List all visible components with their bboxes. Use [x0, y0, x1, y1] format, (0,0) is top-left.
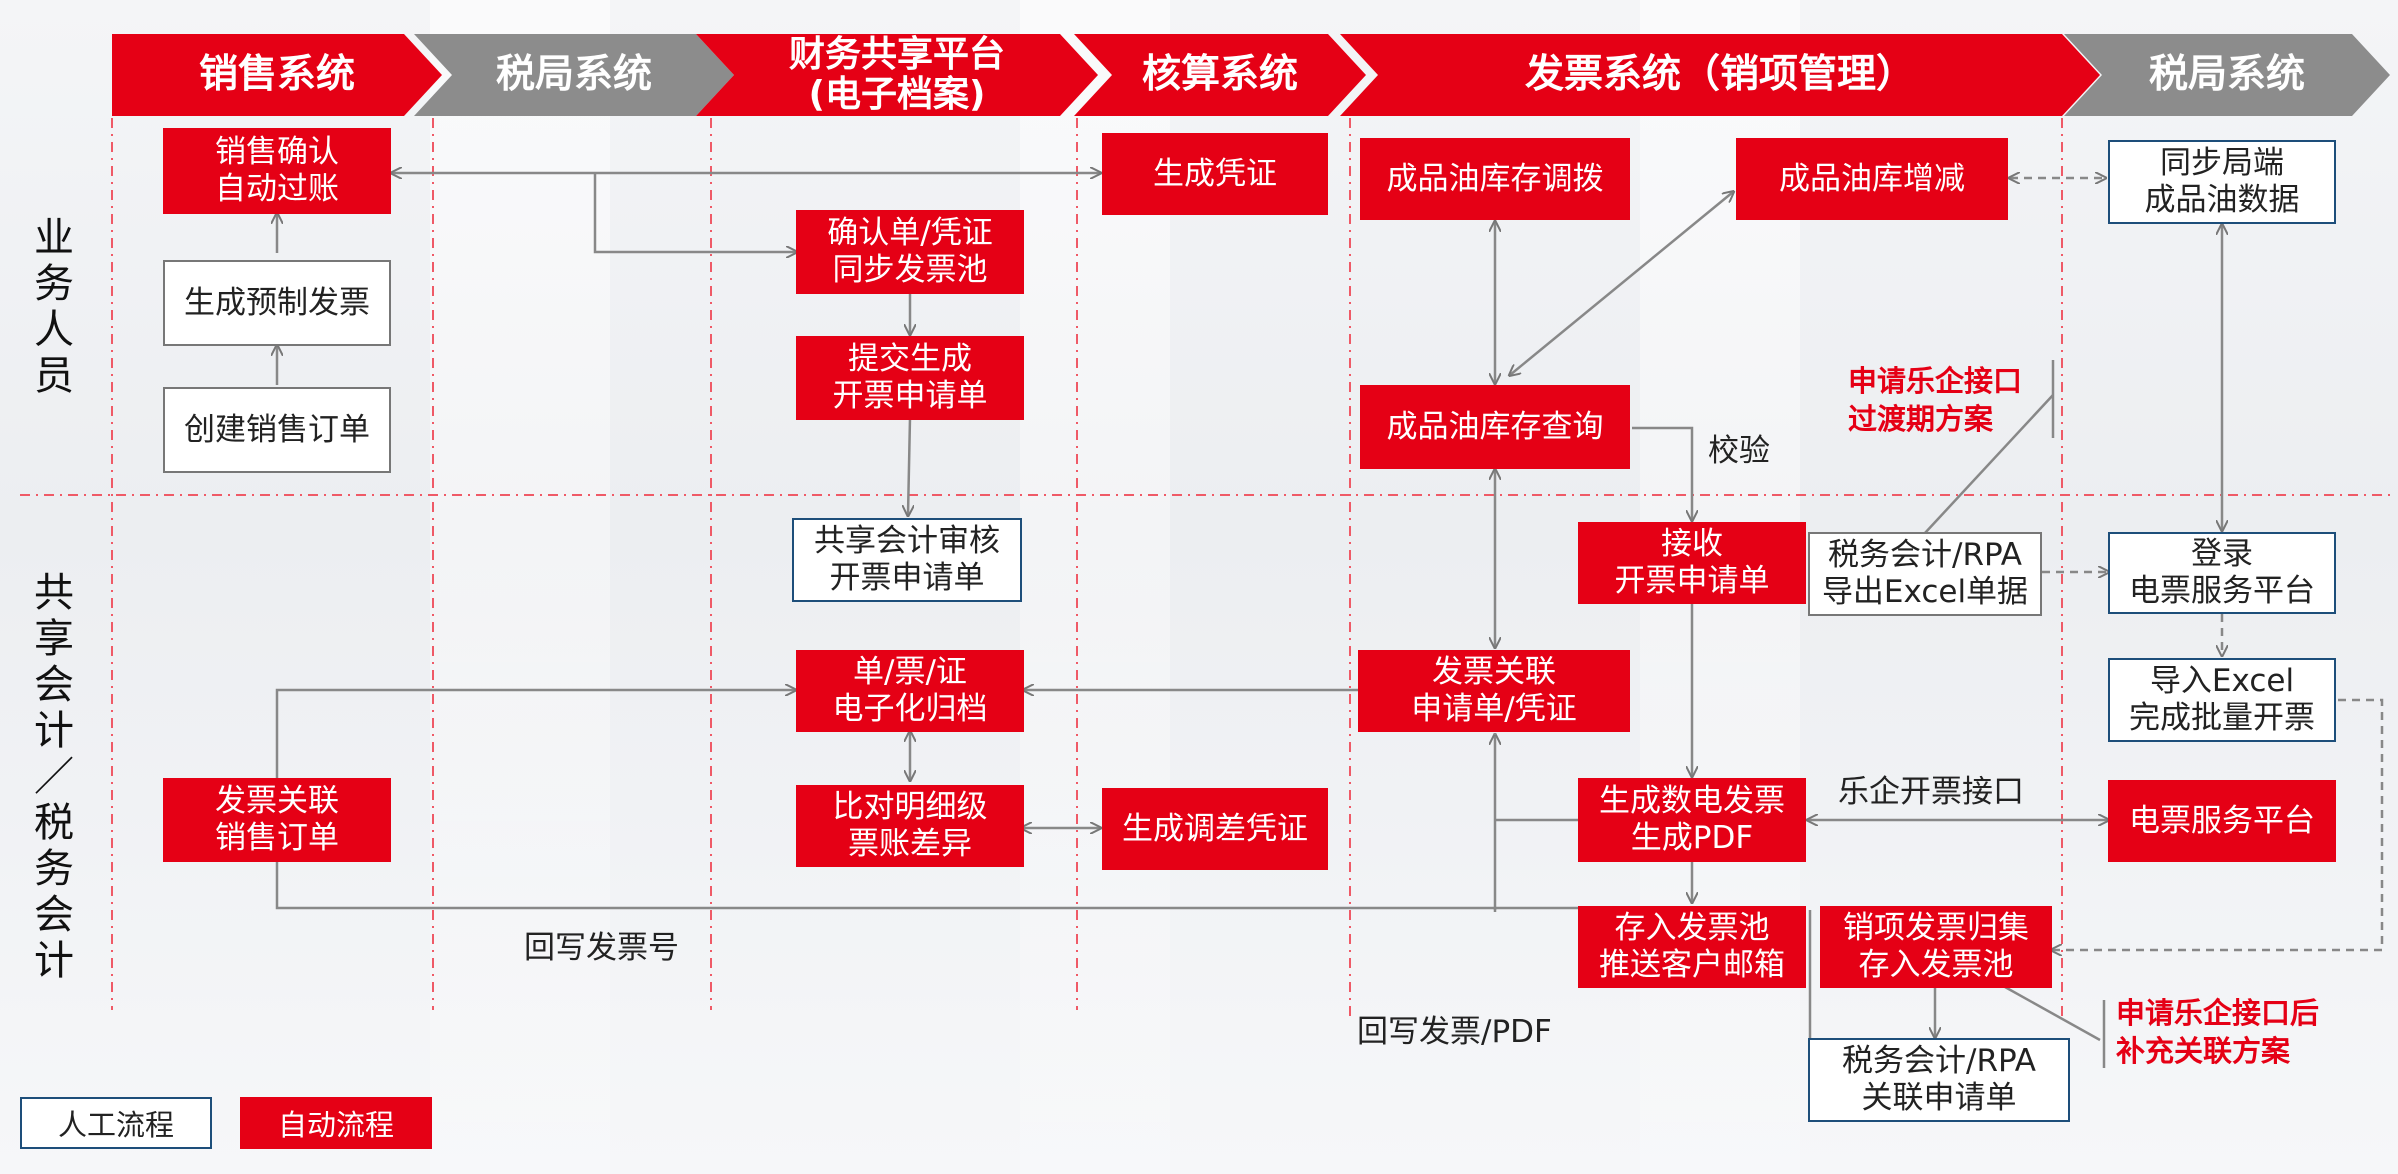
role-business-staff: 业务人员: [34, 215, 74, 399]
box-tax-rpa-export: 税务会计/RPA 导出Excel单据: [1808, 532, 2042, 616]
box-submit-invoice-request: 提交生成 开票申请单: [796, 336, 1024, 420]
box-store-pool-email: 存入发票池 推送客户邮箱: [1578, 906, 1806, 988]
label-leqi-interface: 乐企开票接口: [1838, 774, 2024, 810]
box-gen-adjust-voucher: 生成调差凭证: [1102, 788, 1328, 870]
box-confirm-sync-pool: 确认单/凭证 同步发票池: [796, 210, 1024, 294]
label-write-back-pdf: 回写发票/PDF: [1357, 1014, 1552, 1050]
note-supplement-plan: 申请乐企接口后 补充关联方案: [2116, 996, 2320, 1068]
box-shared-acct-review: 共享会计审核 开票申请单: [792, 518, 1022, 602]
legend-auto: 自动流程: [240, 1097, 432, 1149]
role-shared-tax-accounting: 共享会计／税务会计: [34, 570, 74, 984]
box-gen-voucher: 生成凭证: [1102, 133, 1328, 215]
box-tax-rpa-link: 税务会计/RPA 关联申请单: [1808, 1038, 2070, 1122]
box-oil-change: 成品油库增减: [1736, 138, 2008, 220]
box-create-sales-order: 创建销售订单: [163, 387, 391, 473]
header-finance-sharing-platform: 财务共享平台 (电子档案): [696, 34, 1098, 116]
legend-manual: 人工流程: [20, 1097, 212, 1149]
box-login-platform: 登录 电票服务平台: [2108, 532, 2336, 614]
label-verify: 校验: [1708, 433, 1770, 469]
label-write-back-invoice-no: 回写发票号: [524, 930, 679, 966]
note-transition-plan: 申请乐企接口 过渡期方案: [1848, 364, 2023, 436]
box-invoice-link-sales-order: 发票关联 销售订单: [163, 778, 391, 862]
box-gen-prefab-invoice: 生成预制发票: [163, 260, 391, 346]
box-einvoice-platform: 电票服务平台: [2108, 780, 2336, 862]
box-oil-transfer: 成品油库存调拨: [1360, 138, 1630, 220]
box-doc-archive: 单/票/证 电子化归档: [796, 650, 1024, 732]
header-tax-bureau-system: 税局系统: [414, 34, 734, 116]
box-oil-query: 成品油库存查询: [1360, 385, 1630, 469]
box-sync-oil-data: 同步局端 成品油数据: [2108, 140, 2336, 224]
header-sales-system: 销售系统: [112, 34, 442, 116]
header-accounting-system: 核算系统: [1074, 34, 1366, 116]
box-invoice-link-voucher: 发票关联 申请单/凭证: [1358, 650, 1630, 732]
box-import-excel: 导入Excel 完成批量开票: [2108, 658, 2336, 742]
box-sales-confirm: 销售确认 自动过账: [163, 128, 391, 214]
box-compare-diff: 比对明细级 票账差异: [796, 785, 1024, 867]
box-receive-request: 接收 开票申请单: [1578, 522, 1806, 604]
header-invoice-system: 发票系统（销项管理）: [1340, 34, 2100, 116]
header-tax-bureau-system-2: 税局系统: [2064, 34, 2390, 116]
box-collect-output-invoice: 销项发票归集 存入发票池: [1820, 906, 2052, 988]
box-gen-digital-invoice: 生成数电发票 生成PDF: [1578, 778, 1806, 862]
